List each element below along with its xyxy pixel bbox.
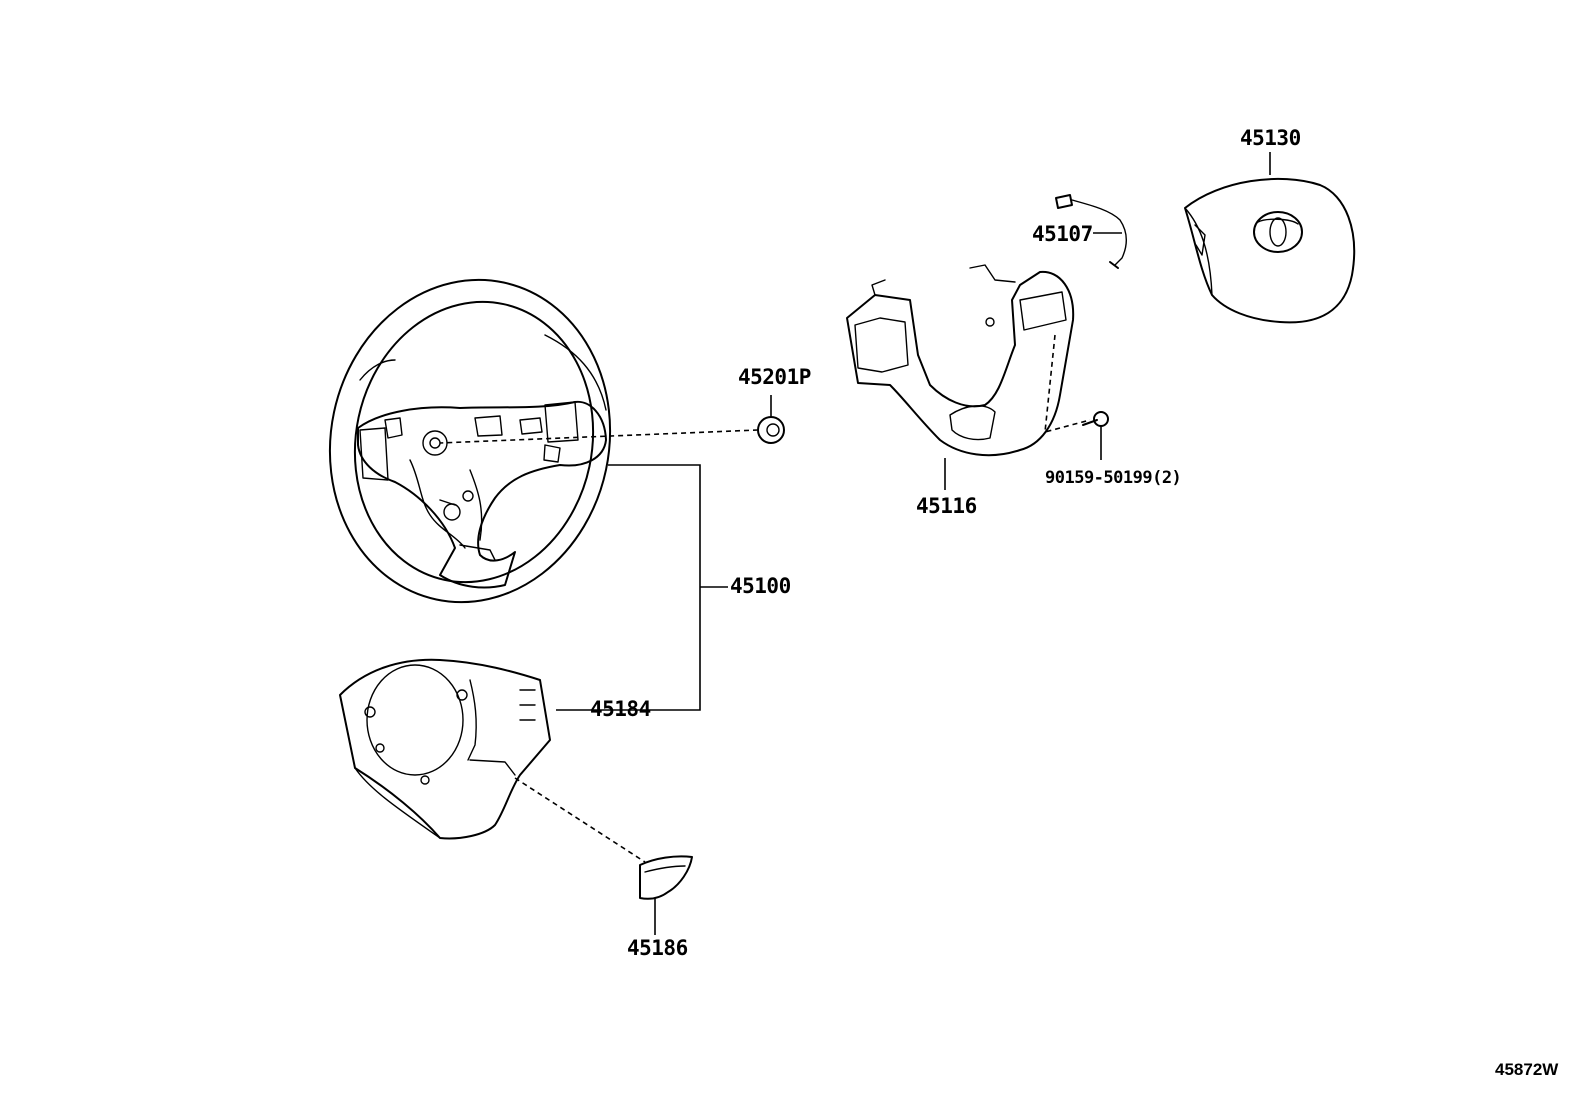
drawing-code: 45872W xyxy=(1495,1060,1559,1079)
part-label-45130: 45130 xyxy=(1240,126,1301,150)
dashed-link-45186 xyxy=(514,777,646,863)
part-label-45107: 45107 xyxy=(1032,222,1093,246)
airbag-module[interactable] xyxy=(1184,177,1356,324)
lower-cover[interactable] xyxy=(339,658,551,840)
nut-45201P[interactable] xyxy=(757,416,785,444)
dashed-link-45201P xyxy=(439,429,759,444)
part-label-45116: 45116 xyxy=(916,494,977,518)
steering-wheel-assembly[interactable] xyxy=(300,254,639,629)
part-label-45184: 45184 xyxy=(590,697,651,721)
horn-wire[interactable] xyxy=(1055,194,1127,269)
cover-pad[interactable] xyxy=(639,855,693,900)
dashed-link-90159 xyxy=(1044,334,1091,434)
part-label-45100: 45100 xyxy=(730,574,791,598)
spoke-cover[interactable] xyxy=(846,264,1075,457)
part-label-45186: 45186 xyxy=(627,936,688,960)
part-label-45201P: 45201P xyxy=(738,365,811,389)
screw-90159[interactable] xyxy=(1082,411,1109,427)
part-label-90159: 90159-50199(2) xyxy=(1045,468,1182,488)
